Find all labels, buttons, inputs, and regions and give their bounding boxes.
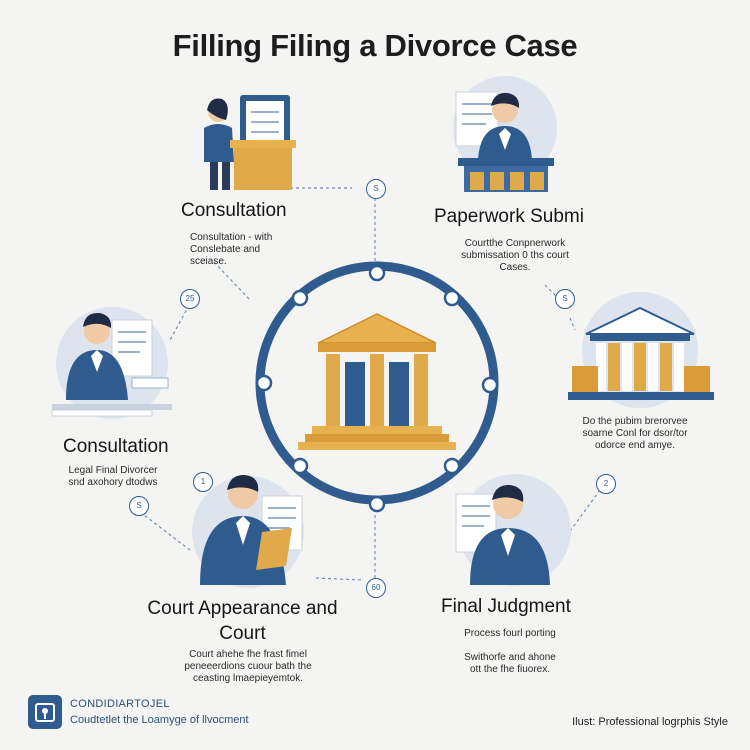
step-marker: 2: [596, 474, 616, 494]
desc-line: Cases.: [499, 262, 531, 273]
step-description: Legal Final Divorcer snd axohory dtodws: [48, 465, 178, 489]
desc-line: Consultation - with: [190, 232, 273, 243]
desc-line: Process fourl porting: [464, 628, 556, 639]
step-description: Do the pubim brerorvee soarne Conl for d…: [560, 416, 710, 452]
ring-node: [443, 289, 461, 307]
step-heading: Consultation: [181, 200, 287, 221]
desc-line: Court ahehe fhe frast fimel: [189, 649, 307, 660]
desc-line: Conslebate and: [190, 244, 261, 255]
ring-node: [255, 374, 273, 392]
step-heading: Court Appearance and Court: [147, 598, 338, 644]
step-marker: S: [366, 179, 386, 199]
desc-line: Legal Final Divorcer: [68, 465, 158, 476]
connector-upper-left: [213, 261, 251, 301]
desc-line: snd axohory dtodws: [68, 477, 158, 488]
connector-lower-left: [139, 511, 191, 551]
court-building-illustration: [568, 292, 714, 408]
desc-line: sceiase.: [190, 256, 227, 267]
brand-tagline: Coudtetlet the Loamyge of llvocment: [70, 714, 249, 726]
step-description: Courtthe Conpnerwork submissation 0 ths …: [440, 238, 590, 274]
ring-node: [368, 495, 386, 513]
ring-node: [368, 264, 386, 282]
illustration-credit: Ilust: Professional logrphis Style: [572, 716, 728, 728]
brand-name: CONDIDIARTOJEL: [70, 698, 170, 710]
step-marker: S: [129, 496, 149, 516]
court-appearance-man-illustration: [192, 474, 304, 588]
desc-line: ott the fhe fiuorex.: [469, 664, 551, 675]
step-marker: 1: [193, 472, 213, 492]
consultation-woman-illustration: [204, 95, 296, 190]
desc-line: soarne Conl for dsor/tor: [582, 428, 688, 439]
step-heading: Consultation: [63, 436, 169, 457]
ring-node: [291, 289, 309, 307]
desc-line: odorce end amye.: [594, 440, 676, 451]
step-heading: Paperwork Submi: [434, 206, 584, 227]
desc-line: submissation 0 ths court: [461, 250, 569, 261]
step-description: Court ahehe fhe frast fimel peneeerdions…: [168, 649, 328, 685]
page-title: Filling Filing a Divorce Case: [172, 28, 578, 63]
desc-line: Courtthe Conpnerwork: [464, 238, 566, 249]
step-marker: 25: [180, 289, 200, 309]
step-marker: S: [555, 289, 575, 309]
brand-logo-icon: [28, 695, 62, 729]
ring-node: [481, 376, 499, 394]
step-marker: 60: [366, 578, 386, 598]
legal-consultation-man-illustration: [51, 307, 172, 419]
desc-line: ceasting lmaepieyemtok.: [192, 673, 304, 684]
paperwork-man-illustration: [453, 76, 557, 192]
courthouse-icon: [298, 313, 456, 450]
ring-nodes: [255, 264, 499, 513]
connector-bottom-left: [315, 577, 363, 581]
final-judgment-man-illustration: [455, 474, 571, 586]
desc-line: Do the pubim brerorvee: [582, 416, 688, 427]
step-description: Process fourl porting Swithorfe and ahon…: [440, 628, 580, 676]
step-description: Consultation - with Conslebate and sceia…: [190, 232, 272, 268]
step-heading: Final Judgment: [441, 596, 571, 617]
ring-node: [291, 457, 309, 475]
ring-node: [443, 457, 461, 475]
desc-line: Swithorfe and ahone: [464, 652, 556, 663]
desc-line: peneeerdions cuour bath the: [184, 661, 312, 672]
connector-right-mid: [569, 317, 576, 331]
